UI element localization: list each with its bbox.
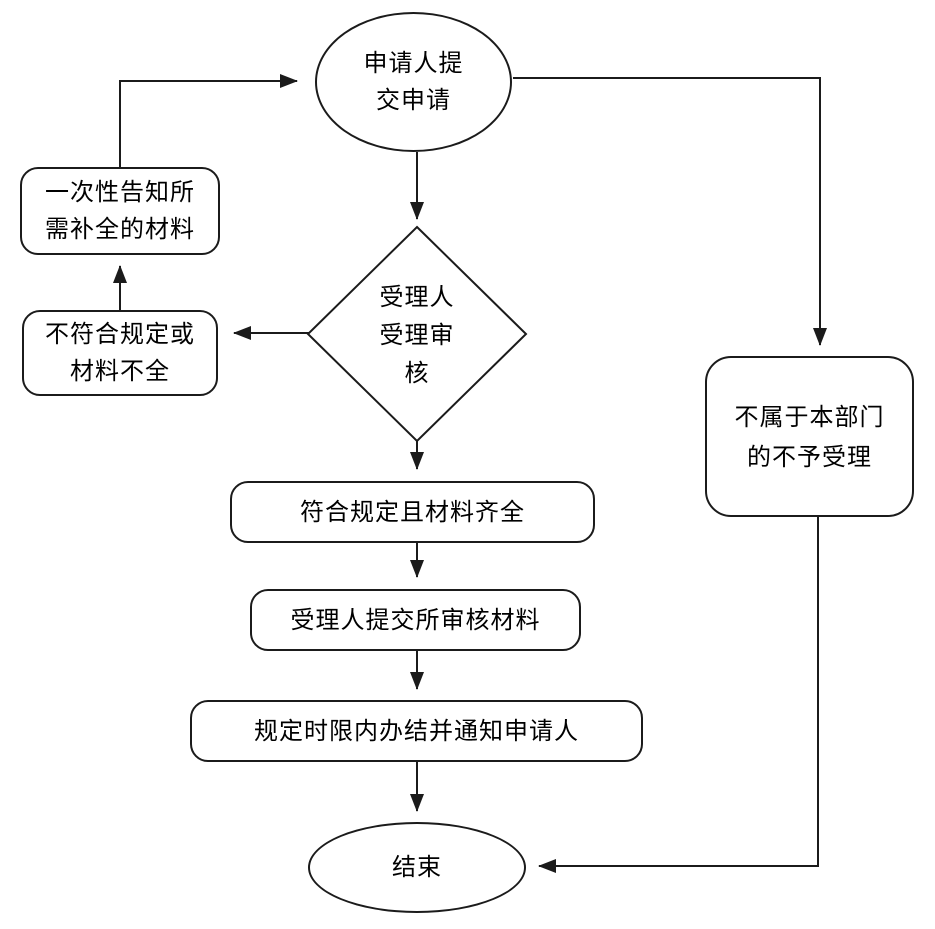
not-this-department-label: 不属于本部门 的不予受理 [734, 402, 885, 471]
start-node-label: 申请人提 交申请 [363, 49, 464, 114]
start-node: 申请人提 交申请 [315, 12, 512, 152]
edge-start-to-not-this-department [513, 77, 827, 346]
end-node: 结束 [308, 822, 526, 913]
submit-review-label: 受理人提交所审核材料 [290, 605, 541, 634]
submit-review-node: 受理人提交所审核材料 [250, 589, 581, 651]
notify-materials-label: 一次性告知所 需补全的材料 [45, 178, 195, 243]
not-compliant-label: 不符合规定或 材料不全 [45, 320, 195, 385]
not-this-department-node: 不属于本部门 的不予受理 [705, 356, 914, 517]
compliant-node: 符合规定且材料齐全 [230, 481, 595, 543]
complete-notify-label: 规定时限内办结并通知申请人 [254, 716, 579, 745]
not-compliant-node: 不符合规定或 材料不全 [22, 310, 218, 396]
review-node: 受理人 受理审 核 [347, 277, 487, 393]
review-diamond-shape [306, 225, 528, 443]
edge-not-this-department-to-end [538, 517, 819, 873]
end-node-label: 结束 [392, 853, 442, 881]
compliant-label: 符合规定且材料齐全 [300, 497, 525, 526]
notify-materials-node: 一次性告知所 需补全的材料 [20, 167, 220, 255]
review-node-label: 受理人 受理审 核 [379, 283, 455, 387]
complete-notify-node: 规定时限内办结并通知申请人 [190, 700, 643, 762]
edge-notify-to-start [119, 74, 298, 167]
